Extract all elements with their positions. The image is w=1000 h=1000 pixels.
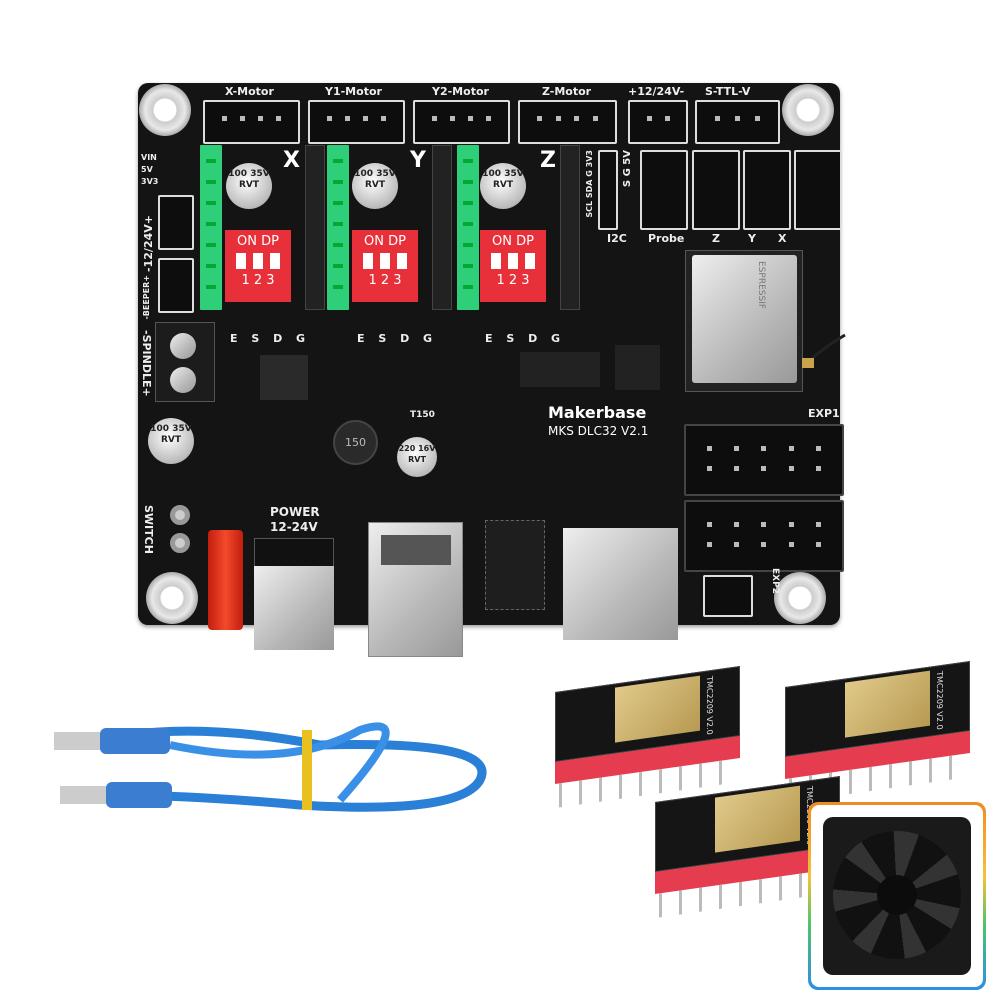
capacitor: 100 35V RVT xyxy=(480,163,526,209)
y2-motor-connector[interactable] xyxy=(413,100,510,144)
y-endstop-label: Y xyxy=(748,232,756,245)
y1-motor-connector[interactable] xyxy=(308,100,405,144)
z-endstop-connector[interactable] xyxy=(692,150,740,230)
switch-label: SWITCH xyxy=(142,505,155,554)
brand-label: Makerbase xyxy=(548,403,647,422)
label-power-out: +12/24V- xyxy=(628,85,685,98)
x-endstop-connector[interactable] xyxy=(794,150,842,230)
power-jack[interactable] xyxy=(254,566,334,650)
switch-pad xyxy=(170,505,190,525)
spindle-label: -SPINDLE+ xyxy=(140,330,153,397)
esp32-module: ESPRESSIF xyxy=(685,250,803,392)
beeper-label: -BEEPER+ xyxy=(142,275,151,320)
inductor: 150 xyxy=(333,420,378,465)
stepper-driver: TMC2209 V2.0 xyxy=(555,652,740,808)
mounting-hole xyxy=(146,572,198,624)
driver-socket-y xyxy=(432,145,452,310)
power-jack-top xyxy=(254,538,334,568)
antenna-wire xyxy=(802,333,846,368)
probe-pin-labels: S G 5V xyxy=(622,150,633,188)
mounting-hole xyxy=(782,84,834,136)
power-in-connector[interactable] xyxy=(158,195,194,250)
beeper-connector[interactable] xyxy=(158,258,194,313)
driver-pins-label: E S D G xyxy=(230,332,311,345)
driver-socket-z xyxy=(457,145,479,310)
exp2-label: EXP2 xyxy=(770,568,780,594)
mounting-hole xyxy=(139,84,191,136)
regulator-label: T150 xyxy=(410,410,435,420)
chip xyxy=(485,520,545,610)
model-label: MKS DLC32 V2.1 xyxy=(548,424,649,438)
power-label: POWER xyxy=(270,505,320,519)
power-in-label: -12/24V+ xyxy=(142,215,155,272)
chip xyxy=(520,352,600,387)
axis-label-x: X xyxy=(283,148,300,173)
small-connector[interactable] xyxy=(703,575,753,617)
x-motor-connector[interactable] xyxy=(203,100,300,144)
power-voltage-label: 12-24V xyxy=(270,520,318,534)
chip xyxy=(615,345,660,390)
probe-connector[interactable] xyxy=(640,150,688,230)
label-y1-motor: Y1-Motor xyxy=(325,85,382,98)
exp1-label: EXP1 xyxy=(808,407,840,420)
cooling-fan xyxy=(823,817,971,975)
i2c-header[interactable] xyxy=(598,150,618,230)
exp2-connector[interactable] xyxy=(684,500,844,572)
probe-label: Probe xyxy=(648,232,685,245)
usb-cable xyxy=(54,722,487,812)
label-y2-motor: Y2-Motor xyxy=(432,85,489,98)
exp1-connector[interactable] xyxy=(684,424,844,496)
i2c-pin-labels: SCL SDA G 3V3 xyxy=(585,150,594,218)
label-z-motor: Z-Motor xyxy=(542,85,592,98)
driver-pins-label: E S D G xyxy=(357,332,438,345)
capacitor: 100 35V RVT xyxy=(352,163,398,209)
axis-label-z: Z xyxy=(540,148,556,173)
z-endstop-label: Z xyxy=(712,232,720,245)
i2c-label: I2C xyxy=(607,232,627,245)
spindle-terminal[interactable] xyxy=(155,322,215,402)
sd-card-slot[interactable] xyxy=(563,528,678,640)
label-ttl: S-TTL-V xyxy=(705,85,751,98)
usb-b-port[interactable] xyxy=(368,522,463,657)
switch-pad xyxy=(170,533,190,553)
z-motor-connector[interactable] xyxy=(518,100,617,144)
label-x-motor: X-Motor xyxy=(225,85,274,98)
mounting-hole xyxy=(774,572,826,624)
capacitor: 220 16V RVT xyxy=(397,437,437,477)
capacitor: 100 35V RVT xyxy=(226,163,272,209)
driver-socket-z xyxy=(560,145,580,310)
axis-label-y: Y xyxy=(410,148,426,173)
regulator-chip xyxy=(260,355,308,400)
driver-socket-x xyxy=(305,145,325,310)
driver-socket-x xyxy=(200,145,222,310)
fan-highlight-frame xyxy=(808,802,986,990)
x-endstop-label: X xyxy=(778,232,787,245)
ttl-connector[interactable] xyxy=(695,100,780,144)
power-out-connector[interactable] xyxy=(628,100,688,144)
y-endstop-connector[interactable] xyxy=(743,150,791,230)
capacitor: 100 35V RVT xyxy=(148,418,194,464)
driver-pins-label: E S D G xyxy=(485,332,566,345)
fuse xyxy=(208,530,243,630)
driver-socket-y xyxy=(327,145,349,310)
